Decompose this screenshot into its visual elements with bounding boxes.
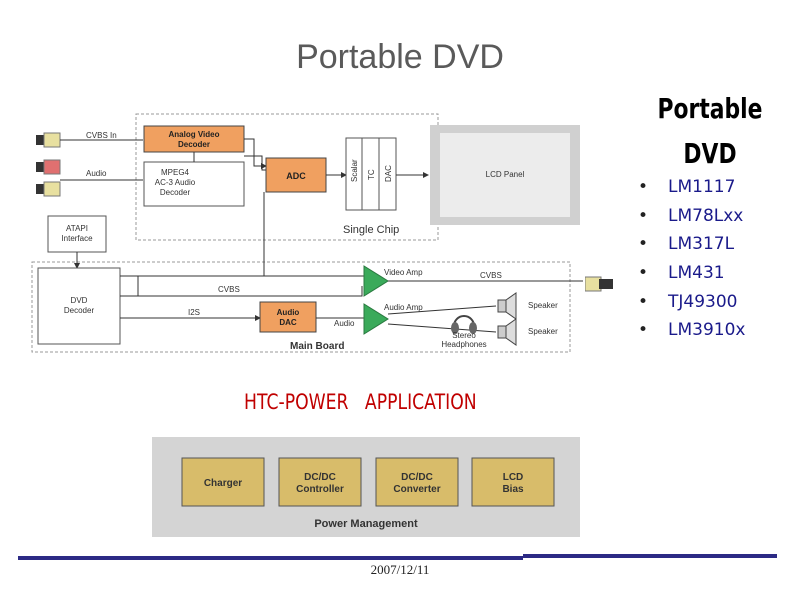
lcd-panel-screen xyxy=(440,133,570,217)
headphones-icon xyxy=(451,315,477,334)
power-block-dcdc-controller xyxy=(278,457,362,507)
dac-label: DAC xyxy=(384,165,393,182)
bullet: • xyxy=(638,205,649,226)
scalar-label: Scalar xyxy=(350,159,359,182)
lcd-panel-label: LCD Panel xyxy=(486,170,525,179)
list-item: • LM78Lxx xyxy=(638,202,745,231)
footer-line-right xyxy=(523,554,777,558)
audio-connector-red xyxy=(36,159,61,175)
list-item: • LM3910x xyxy=(638,316,745,345)
video-amp-label: Video Amp xyxy=(384,268,423,277)
list-item: • LM431 xyxy=(638,259,745,288)
list-item: • LM317L xyxy=(638,230,745,259)
application-heading: HTC-POWER APPLICATION xyxy=(244,390,477,414)
side-title-line2: DVD xyxy=(683,137,737,170)
part-number: TJ49300 xyxy=(668,291,738,312)
cvbs-in-connector xyxy=(36,132,61,148)
dvd-decoder-block xyxy=(37,267,121,345)
speaker-2-label: Speaker xyxy=(528,327,558,336)
audio-dac-block xyxy=(259,301,317,333)
bullet: • xyxy=(638,320,649,341)
audio-amp-label: Audio Amp xyxy=(384,303,423,312)
side-title-line1: Portable xyxy=(657,92,763,125)
cvbs-in-label: CVBS In xyxy=(86,131,117,140)
audio-link-label: Audio xyxy=(334,319,355,328)
audio-connector-white xyxy=(36,181,61,197)
tc-label: TC xyxy=(367,169,376,180)
part-number: LM1117 xyxy=(668,177,736,197)
atapi-interface-block xyxy=(47,215,107,253)
speaker-1-label: Speaker xyxy=(528,301,558,310)
power-management-label: Power Management xyxy=(314,518,418,530)
scalar-tc-dac-block xyxy=(345,137,397,211)
bullet: • xyxy=(638,263,649,284)
slide-title: Portable DVD xyxy=(296,38,504,76)
cvbs-out-label: CVBS xyxy=(480,271,502,280)
i2s-label: I2S xyxy=(188,308,200,317)
power-block-charger-label: Charger xyxy=(204,478,242,489)
part-number: LM431 xyxy=(668,263,725,284)
power-block-charger xyxy=(181,457,265,507)
bullet: • xyxy=(638,234,649,255)
side-title: Portable DVD xyxy=(655,86,764,176)
video-amp-triangle xyxy=(363,265,389,297)
power-block-lcd-bias xyxy=(471,457,555,507)
adc-block xyxy=(265,157,327,193)
speaker-icon xyxy=(497,292,517,320)
main-board-region xyxy=(31,261,571,353)
list-item: • LM1117 xyxy=(638,173,745,202)
audio-in-label: Audio xyxy=(86,169,107,178)
speaker-icon xyxy=(497,318,517,346)
part-number: LM3910x xyxy=(668,320,746,341)
part-number: LM317L xyxy=(668,234,735,255)
adc-label: ADC xyxy=(286,171,306,181)
power-block-dcdc-converter xyxy=(375,457,459,507)
dvd-block-diagram: Single Chip Main Board CVBS In Audio Ana… xyxy=(31,113,583,353)
footer-date: 2007/12/11 xyxy=(370,562,430,577)
analog-video-decoder-block xyxy=(143,125,245,153)
list-item: • TJ49300 xyxy=(638,288,745,317)
part-number: LM78Lxx xyxy=(668,205,744,226)
cvbs-label: CVBS xyxy=(218,285,240,294)
part-list: • LM1117 • LM78Lxx • LM317L • LM431 • TJ49300… xyxy=(638,173,745,345)
cvbs-out-connector xyxy=(585,276,613,292)
bullet: • xyxy=(638,177,649,197)
footer-line-left xyxy=(18,556,523,560)
single-chip-label: Single Chip xyxy=(343,224,399,236)
main-board-label: Main Board xyxy=(290,341,344,352)
bullet: • xyxy=(638,291,649,312)
audio-amp-triangle xyxy=(363,303,389,335)
